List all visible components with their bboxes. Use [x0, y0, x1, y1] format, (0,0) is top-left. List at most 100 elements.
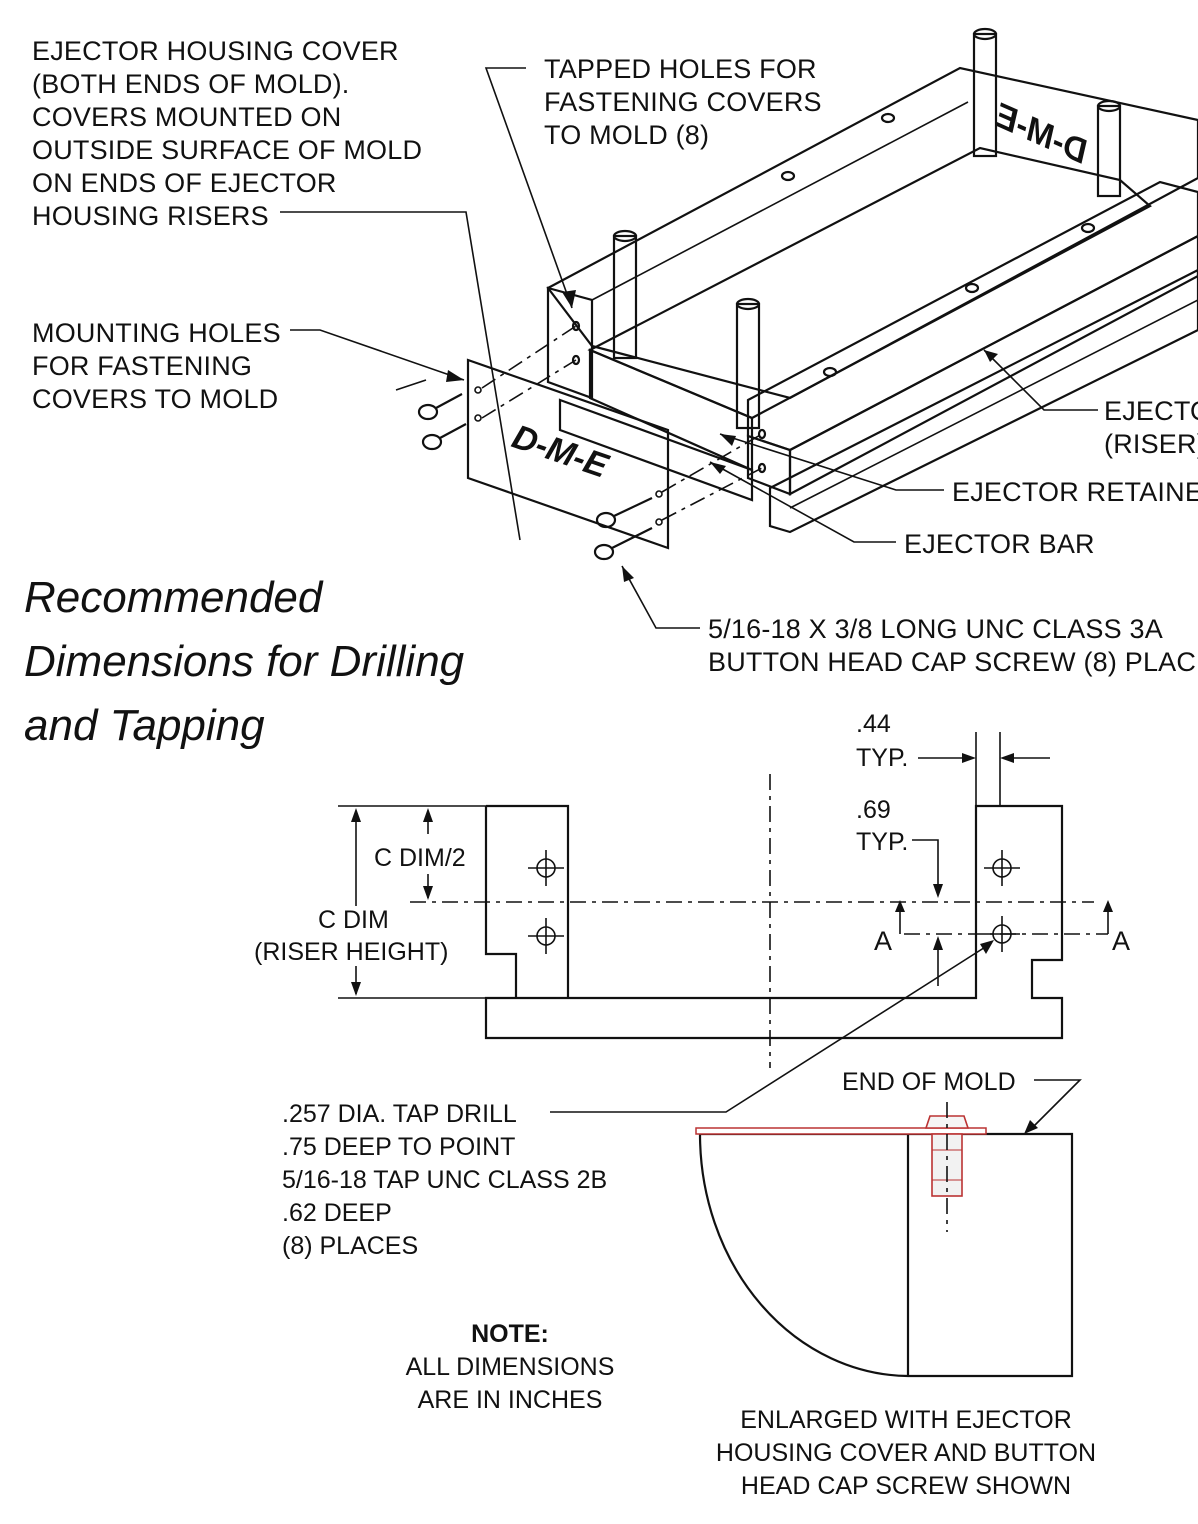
arrowhead: [446, 370, 464, 382]
screw-icon: [421, 423, 467, 451]
section-a-right: A: [1112, 926, 1130, 956]
riser-logo: D-M-E: [988, 96, 1094, 171]
leader-end-of-mold: [1029, 1079, 1082, 1131]
section-a-left: A: [874, 926, 892, 956]
tap-drill-spec: .257 DIA. TAP DRILL .75 DEEP TO POINT 5/…: [282, 1100, 607, 1260]
housing-cover-plate: [695, 1127, 987, 1135]
back-riser-edge: [591, 101, 969, 301]
leader-pin-2: [735, 297, 761, 430]
svg-text:(8) PLACES: (8) PLACES: [282, 1232, 418, 1260]
hole-marker: [984, 850, 1020, 886]
leader-ejector-bar: [709, 461, 896, 543]
ejector-plate-front: [588, 348, 754, 472]
c-dim-half-label: C DIM/2: [374, 844, 466, 872]
screw-icon: [417, 393, 463, 421]
riser-outline: [484, 804, 1064, 1040]
left-riser-step: [484, 806, 518, 998]
alignment-line: [481, 359, 577, 419]
tapped-hole: [757, 428, 767, 440]
mounting-hole: [474, 386, 482, 394]
svg-text:ENLARGED WITH EJECTOR: ENLARGED WITH EJECTOR: [740, 1406, 1072, 1434]
svg-text:Dimensions for Drilling: Dimensions for Drilling: [24, 637, 465, 686]
svg-text:TO MOLD (8): TO MOLD (8): [544, 120, 709, 150]
svg-text:FASTENING COVERS: FASTENING COVERS: [544, 87, 822, 117]
dim-44-value: .44: [856, 710, 891, 738]
arrowhead: [720, 434, 736, 446]
arrowhead: [962, 753, 976, 763]
arrowhead: [710, 462, 726, 474]
svg-text:FOR FASTENING: FOR FASTENING: [32, 351, 252, 381]
leader-housing-cover: [280, 211, 521, 541]
svg-text:HEAD CAP SCREW SHOWN: HEAD CAP SCREW SHOWN: [741, 1472, 1071, 1500]
alignment-line: [661, 467, 763, 521]
alignment-line: [481, 325, 577, 389]
svg-text:HOUSING COVER AND BUTTON: HOUSING COVER AND BUTTON: [716, 1439, 1096, 1467]
ejector-housing-label: EJECTO (RISER): [1104, 396, 1198, 459]
svg-text:ON ENDS OF EJECTOR: ON ENDS OF EJECTOR: [32, 168, 337, 198]
tapped-hole: [780, 170, 796, 182]
riser-elevation-view: A A C DIM/2 C DIM (RISER HEIGHT) .44 TYP…: [254, 710, 1130, 1113]
note-line: ARE IN INCHES: [418, 1386, 603, 1414]
screw-icon: [595, 497, 653, 529]
screw-icon: [593, 527, 653, 561]
mounting-hole: [474, 414, 482, 422]
svg-text:.62 DEEP: .62 DEEP: [282, 1199, 392, 1227]
enlarged-detail: END OF MOLD: [695, 1068, 1082, 1378]
leader-ejector-retainer: [719, 433, 944, 491]
svg-text:TAPPED HOLES FOR: TAPPED HOLES FOR: [544, 54, 817, 84]
leader-mounting-holes: [290, 329, 465, 381]
screw-axis: [395, 379, 427, 391]
leader-pin-1: [612, 229, 638, 360]
arrowhead: [984, 350, 998, 362]
riser-height-label: (RISER HEIGHT): [254, 938, 448, 966]
ejector-retainer-label: EJECTOR RETAINE: [952, 477, 1198, 507]
arrowhead: [351, 808, 361, 822]
svg-text:HOUSING RISERS: HOUSING RISERS: [32, 201, 269, 231]
arrowhead: [351, 982, 361, 996]
arrowhead: [1103, 900, 1113, 912]
hole-marker: [528, 850, 564, 886]
arrowhead: [895, 900, 905, 912]
mounting-hole: [655, 518, 663, 526]
back-riser-lower: [558, 398, 754, 502]
detail-outline: [698, 1132, 1074, 1378]
arrowhead: [622, 566, 634, 582]
svg-text:MOUNTING HOLES: MOUNTING HOLES: [32, 318, 281, 348]
note-line: ALL DIMENSIONS: [406, 1353, 615, 1381]
ejector-retainer-plate: [587, 146, 1152, 420]
clamp-plate: [768, 268, 1198, 534]
arrowhead: [980, 940, 994, 954]
section-title: Recommended Dimensions for Drilling and …: [24, 573, 465, 750]
svg-text:EJECTO: EJECTO: [1104, 396, 1198, 426]
clamp-plate-groove: [789, 299, 1198, 509]
tapped-hole: [757, 462, 767, 474]
housing-cover-label: EJECTOR HOUSING COVER (BOTH ENDS OF MOLD…: [32, 36, 422, 231]
arrowhead: [423, 886, 433, 900]
leader-tapped-holes: [484, 67, 573, 309]
back-riser-side: [546, 286, 594, 400]
tapped-hole: [1080, 222, 1096, 234]
cap-screw-label: 5/16-18 X 3/8 LONG UNC CLASS 3A BUTTON H…: [708, 614, 1196, 677]
svg-text:.257 DIA. TAP DRILL: .257 DIA. TAP DRILL: [282, 1100, 517, 1128]
arrowhead: [933, 936, 943, 950]
svg-text:(RISER): (RISER): [1104, 429, 1198, 459]
dim-69-typ: TYP.: [856, 828, 908, 856]
arrowhead: [933, 884, 943, 898]
leader-tap-drill: [550, 943, 991, 1113]
ejector-housing-cover: [466, 358, 670, 550]
svg-text:(BOTH ENDS OF MOLD).: (BOTH ENDS OF MOLD).: [32, 69, 350, 99]
svg-text:EJECTOR HOUSING COVER: EJECTOR HOUSING COVER: [32, 36, 399, 66]
hole-marker: [528, 918, 564, 954]
tapped-holes-label: TAPPED HOLES FOR FASTENING COVERS TO MOL…: [544, 54, 822, 150]
svg-text:COVERS MOUNTED ON: COVERS MOUNTED ON: [32, 102, 341, 132]
leader-pin-3: [972, 27, 998, 158]
dim-69-value: .69: [856, 796, 891, 824]
leader-ejector-housing: [983, 349, 1098, 411]
c-dim-label: C DIM: [318, 906, 389, 934]
enlarged-caption: ENLARGED WITH EJECTOR HOUSING COVER AND …: [716, 1406, 1096, 1500]
svg-text:5/16-18 TAP UNC CLASS 2B: 5/16-18 TAP UNC CLASS 2B: [282, 1166, 607, 1194]
end-of-mold-label: END OF MOLD: [842, 1068, 1016, 1096]
arrowhead: [1000, 753, 1014, 763]
